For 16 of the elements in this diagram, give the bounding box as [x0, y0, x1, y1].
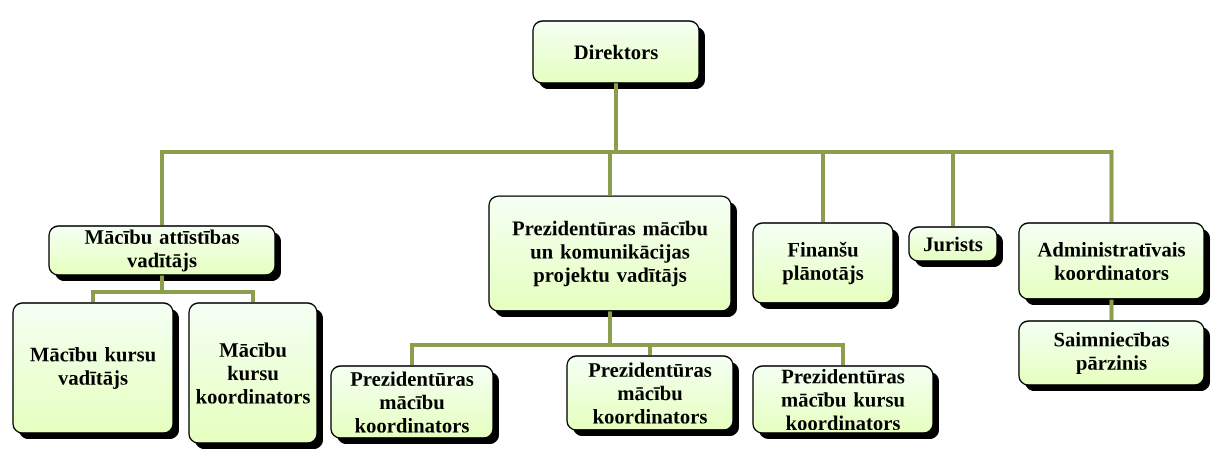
connector-line — [608, 311, 845, 365]
connector-line — [1109, 299, 1114, 320]
role-box: Prezidentūras mācību kursu koordinators — [752, 365, 939, 439]
connector-line — [614, 83, 1114, 222]
role-box: Prezidentūras mācību koordinators — [566, 355, 739, 436]
role-box: Prezidentūras mācību koordinators — [330, 365, 499, 444]
role-box: Finanšu plānotājs — [752, 222, 899, 309]
role-box: Mācību kursu koordinators — [188, 302, 323, 449]
role-box: Jurists — [908, 226, 1003, 267]
role-box: Mācību attīstības vadītājs — [48, 225, 281, 282]
role-box: Direktors — [532, 20, 705, 89]
role-box: Prezidentūras mācību un komunikācijas projektu vadītājs — [488, 195, 737, 317]
role-box: Administratīvais koordinators — [1018, 222, 1211, 305]
role-box: Saimniecības pārzinis — [1018, 320, 1211, 391]
connector-line — [160, 275, 255, 302]
role-box: Mācību kursu vadītājs — [12, 302, 179, 439]
